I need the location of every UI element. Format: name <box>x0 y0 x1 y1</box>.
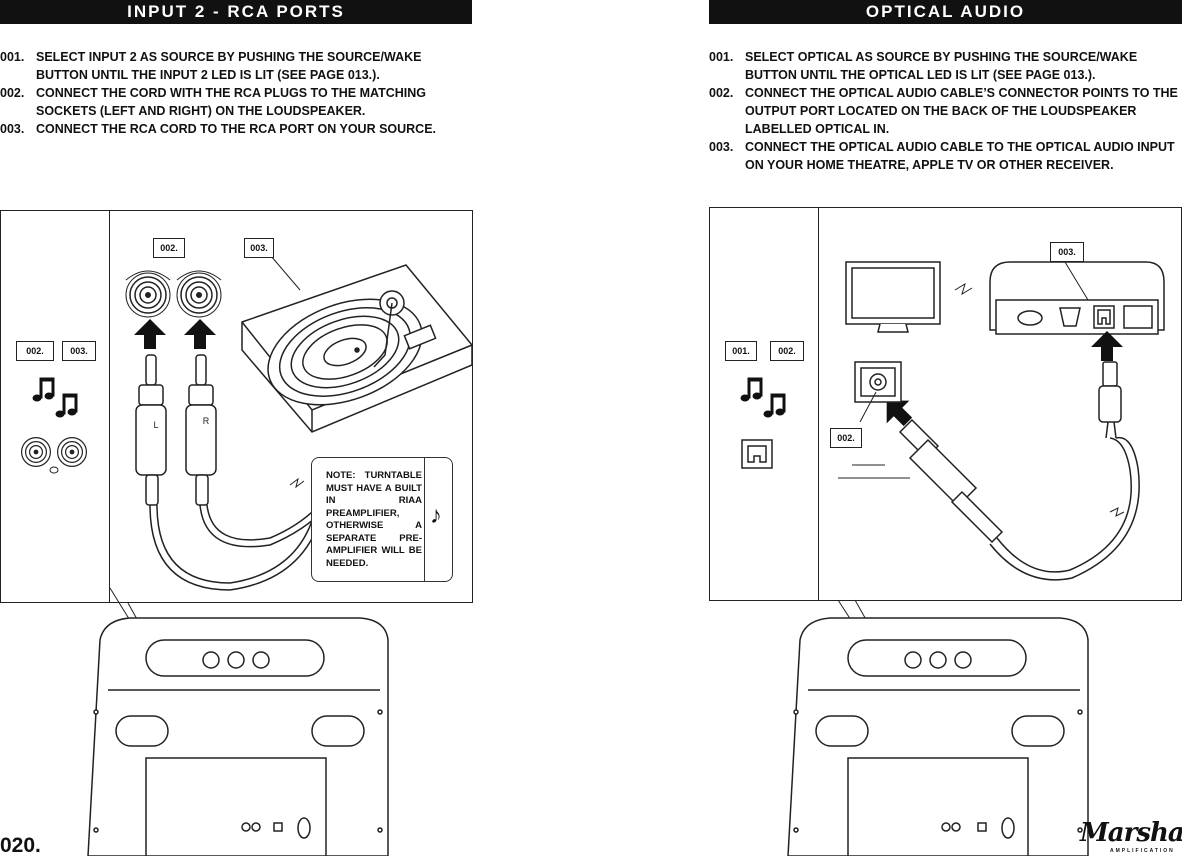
music-notes-icon <box>32 377 78 418</box>
step-badge: 003. <box>1050 242 1084 262</box>
step-text: SELECT OPTICAL AS SOURCE BY PUSHING THE … <box>745 50 1138 82</box>
rca-socket-icon <box>20 437 88 474</box>
page-number: 020. <box>0 834 41 856</box>
note-text: NOTE: TURNTABLE MUST HAVE A BUILT IN RIA… <box>326 470 422 569</box>
optical-port-closeup <box>854 361 902 403</box>
step-badge: 002. <box>770 341 804 361</box>
rca-plug-right <box>185 354 217 506</box>
step-badge: 003. <box>62 341 96 361</box>
step-item: 003. CONNECT THE OPTICAL AUDIO CABLE TO T… <box>709 138 1179 174</box>
step-badge: 002. <box>830 428 862 448</box>
plug-label-left: L <box>153 420 158 430</box>
left-section-title: INPUT 2 - RCA PORTS <box>0 0 472 24</box>
rca-socket-icon <box>125 270 222 318</box>
wireless-icon <box>954 282 973 296</box>
step-item: 002. CONNECT THE CORD WITH THE RCA PLUGS … <box>0 84 470 120</box>
turntable-note: NOTE: TURNTABLE MUST HAVE A BUILT IN RIA… <box>311 457 453 582</box>
step-badge: 002. <box>16 341 54 361</box>
step-text: CONNECT THE OPTICAL AUDIO CABLE’S CONNEC… <box>745 86 1178 136</box>
step-number: 001. <box>709 50 734 64</box>
logo-wordmark: Marshall <box>1080 818 1182 848</box>
loudspeaker-rear <box>787 617 1089 856</box>
marshall-logo: Marshall AMPLIFICATION <box>1080 818 1182 856</box>
left-steps-list: 001. SELECT INPUT 2 AS SOURCE BY PUSHING … <box>0 48 470 138</box>
step-number: 003. <box>709 140 734 154</box>
step-badge: 002. <box>153 238 185 258</box>
step-text: CONNECT THE RCA CORD TO THE RCA PORT ON … <box>36 122 437 136</box>
step-item: 002. CONNECT THE OPTICAL AUDIO CABLE’S CO… <box>709 84 1179 138</box>
optical-cable <box>989 436 1140 581</box>
step-number: 002. <box>709 86 734 100</box>
step-text: SELECT INPUT 2 AS SOURCE BY PUSHING THE … <box>36 50 422 82</box>
optical-plug <box>1098 361 1122 439</box>
music-note-icon: ♪ <box>430 502 442 529</box>
loudspeaker-rear <box>87 617 389 856</box>
optical-plug <box>898 418 1004 544</box>
rca-plug-left <box>135 354 167 506</box>
turntable <box>241 264 473 433</box>
step-item: 003. CONNECT THE RCA CORD TO THE RCA PORT… <box>0 120 470 138</box>
note-divider <box>424 458 425 581</box>
step-number: 002. <box>0 86 25 100</box>
optical-port-icon <box>741 439 773 469</box>
step-number: 001. <box>0 50 25 64</box>
step-text: CONNECT THE CORD WITH THE RCA PLUGS TO T… <box>36 86 427 118</box>
logo-tagline: AMPLIFICATION <box>1110 848 1175 854</box>
step-item: 001. SELECT INPUT 2 AS SOURCE BY PUSHING … <box>0 48 470 84</box>
music-notes-icon <box>740 377 786 418</box>
step-badge: 001. <box>725 341 757 361</box>
receiver-device <box>989 261 1165 335</box>
step-number: 003. <box>0 122 25 136</box>
right-section-title: OPTICAL AUDIO <box>709 0 1182 24</box>
plug-label-right: R <box>203 416 210 426</box>
step-text: CONNECT THE OPTICAL AUDIO CABLE TO THE O… <box>745 140 1175 172</box>
right-steps-list: 001. SELECT OPTICAL AS SOURCE BY PUSHING … <box>709 48 1179 174</box>
step-item: 001. SELECT OPTICAL AS SOURCE BY PUSHING … <box>709 48 1179 84</box>
step-badge: 003. <box>244 238 274 258</box>
television <box>845 261 941 333</box>
